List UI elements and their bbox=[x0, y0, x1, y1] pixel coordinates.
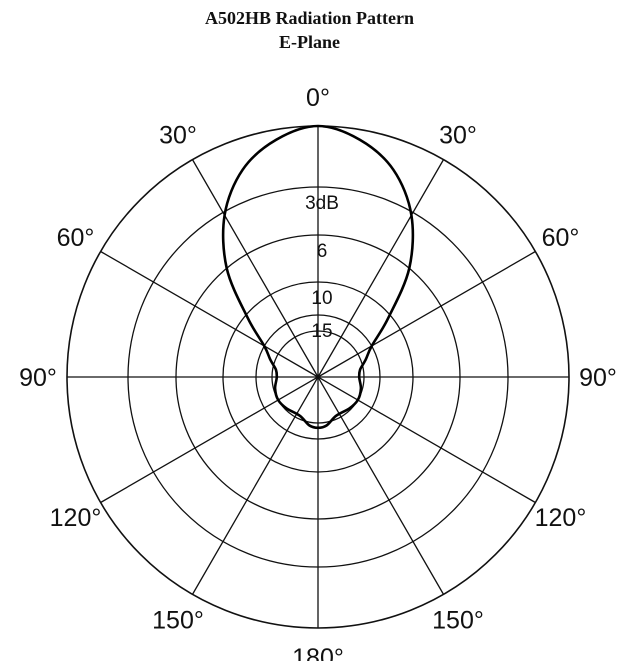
pattern-line bbox=[221, 124, 415, 430]
angle-label: 0° bbox=[306, 84, 330, 112]
grid-spoke bbox=[317, 376, 536, 504]
ring-label: 6 bbox=[317, 241, 328, 262]
grid-spoke bbox=[191, 376, 319, 595]
grid-spoke bbox=[100, 250, 319, 378]
grid-spoke bbox=[317, 250, 536, 378]
ring-label: 15 bbox=[311, 321, 332, 342]
ring-label: 3dB bbox=[305, 193, 339, 214]
grid-spoke bbox=[317, 159, 445, 378]
ring-label: 10 bbox=[311, 288, 332, 309]
chart-subtitle: E-Plane bbox=[279, 32, 340, 52]
angle-label: 120° bbox=[50, 504, 102, 532]
angle-labels: 0° 30° 60° 90° 120° 150° 180° 150° 120° 90° 60° 30° bbox=[19, 84, 617, 661]
chart-title: A502HB Radiation Pattern bbox=[205, 8, 414, 28]
angle-label: 150° bbox=[432, 606, 484, 634]
grid-spoke bbox=[191, 159, 319, 378]
pattern-series bbox=[221, 124, 415, 430]
grid-spoke bbox=[100, 376, 319, 504]
angle-label: 180° bbox=[292, 644, 344, 661]
angle-label: 90° bbox=[19, 364, 57, 392]
grid-spoke bbox=[317, 376, 445, 595]
angle-label: 90° bbox=[579, 364, 617, 392]
angle-label: 30° bbox=[159, 122, 197, 150]
angle-label: 30° bbox=[439, 122, 477, 150]
angle-label: 60° bbox=[57, 224, 95, 252]
ring-labels: 3dB 6 10 15 bbox=[305, 193, 339, 342]
angle-label: 120° bbox=[535, 504, 587, 532]
angle-label: 60° bbox=[542, 224, 580, 252]
angle-label: 150° bbox=[152, 606, 204, 634]
